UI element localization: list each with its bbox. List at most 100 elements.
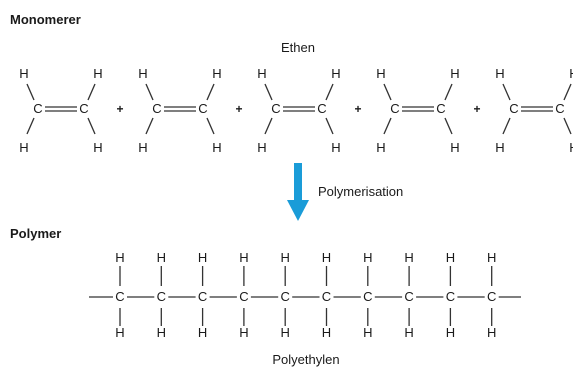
- hydrogen-atom: H: [404, 325, 413, 340]
- carbon-atom: C: [390, 101, 399, 116]
- hydrogen-atom: H: [157, 250, 166, 265]
- chain-unit: CHH: [198, 250, 207, 340]
- single-bond-line: [383, 117, 392, 135]
- hydrogen-atom: H: [239, 325, 248, 340]
- hydrogen-atom: H: [331, 140, 340, 155]
- chain-unit: C H H: [404, 250, 413, 340]
- single-bond-line: [383, 83, 392, 101]
- single-bond-line: [206, 117, 215, 135]
- hydrogen-atom: H: [322, 250, 331, 265]
- ethene-molecule: C C H H H H: [495, 66, 573, 155]
- carbon-atom: C: [487, 289, 496, 304]
- ethene-molecule: C C H H H H: [19, 66, 102, 155]
- reaction-arrow-shaft: [294, 163, 302, 201]
- reaction-arrow: [287, 163, 309, 221]
- hydrogen-atom: H: [138, 140, 147, 155]
- hydrogen-atom: H: [115, 250, 124, 265]
- carbon-atom: C: [404, 289, 413, 304]
- hydrogen-atom: H: [239, 250, 248, 265]
- carbon-atom: C: [152, 101, 161, 116]
- reaction-arrow-head: [287, 200, 309, 221]
- carbon-atom: C: [509, 101, 518, 116]
- hydrogen-atom: H: [450, 140, 459, 155]
- carbon-atom: C: [33, 101, 42, 116]
- carbon-atom: C: [271, 101, 280, 116]
- single-bond-line: [264, 117, 273, 135]
- single-bond-line: [444, 117, 453, 135]
- hydrogen-atom: H: [281, 250, 290, 265]
- single-bond-line: [264, 83, 273, 101]
- hydrogen-atom: H: [212, 66, 221, 81]
- single-bond-line: [206, 83, 215, 101]
- hydrogen-atom: H: [257, 140, 266, 155]
- carbon-atom: C: [115, 289, 124, 304]
- single-bond-line: [87, 83, 96, 101]
- single-bond-line: [563, 117, 572, 135]
- single-bond-line: [87, 117, 96, 135]
- single-bond-line: [26, 117, 35, 135]
- chain-unit: C H H: [239, 250, 248, 340]
- hydrogen-atom: H: [446, 325, 455, 340]
- carbon-atom: C: [363, 289, 372, 304]
- single-bond-line: [325, 117, 334, 135]
- monomer-name-label: Ethen: [281, 40, 315, 55]
- single-bond-line: [325, 83, 334, 101]
- hydrogen-atom: H: [157, 325, 166, 340]
- hydrogen-atom: H: [257, 66, 266, 81]
- carbon-atom: C: [436, 101, 445, 116]
- hydrogen-atom: H: [569, 140, 573, 155]
- single-bond-line: [145, 83, 154, 101]
- hydrogen-atom: H: [19, 66, 28, 81]
- carbon-atom: C: [157, 289, 166, 304]
- hydrogen-atom: H: [363, 250, 372, 265]
- hydrogen-atom: H: [446, 250, 455, 265]
- hydrogen-atom: H: [198, 250, 207, 265]
- hydrogen-atom: H: [322, 325, 331, 340]
- single-bond-line: [502, 83, 511, 101]
- reaction-label: Polymerisation: [318, 184, 403, 199]
- plus-sign: +: [354, 102, 361, 116]
- hydrogen-atom: H: [138, 66, 147, 81]
- hydrogen-atom: H: [93, 66, 102, 81]
- plus-sign: +: [235, 102, 242, 116]
- single-bond-line: [502, 117, 511, 135]
- hydrogen-atom: H: [404, 250, 413, 265]
- carbon-atom: C: [317, 101, 326, 116]
- hydrogen-atom: H: [19, 140, 28, 155]
- hydrogen-atom: H: [281, 325, 290, 340]
- single-bond-line: [563, 83, 572, 101]
- hydrogen-atom: H: [93, 140, 102, 155]
- plus-sign: +: [116, 102, 123, 116]
- chain-unit: C H H: [281, 250, 290, 340]
- carbon-atom: C: [281, 289, 290, 304]
- carbon-atom: C: [79, 101, 88, 116]
- carbon-atom: C: [198, 289, 207, 304]
- hydrogen-atom: H: [495, 66, 504, 81]
- hydrogen-atom: H: [495, 140, 504, 155]
- single-bond-line: [145, 117, 154, 135]
- hydrogen-atom: H: [569, 66, 573, 81]
- carbon-atom: C: [446, 289, 455, 304]
- chain-unit: CHH: [487, 250, 496, 340]
- hydrogen-atom: H: [376, 140, 385, 155]
- carbon-atom: C: [322, 289, 331, 304]
- chain-unit: C H H: [157, 250, 166, 340]
- carbon-atom: C: [198, 101, 207, 116]
- carbon-atom: C: [555, 101, 564, 116]
- chain-unit: C H H: [322, 250, 331, 340]
- polymer-name-label: Polyethylen: [272, 352, 339, 367]
- hydrogen-atom: H: [487, 325, 496, 340]
- single-bond-line: [26, 83, 35, 101]
- chain-unit: CHH: [363, 250, 372, 340]
- chain-unit: C H H: [446, 250, 455, 340]
- carbon-atom: C: [239, 289, 248, 304]
- chain-unit: C H H: [115, 250, 124, 340]
- hydrogen-atom: H: [115, 325, 124, 340]
- hydrogen-atom: H: [376, 66, 385, 81]
